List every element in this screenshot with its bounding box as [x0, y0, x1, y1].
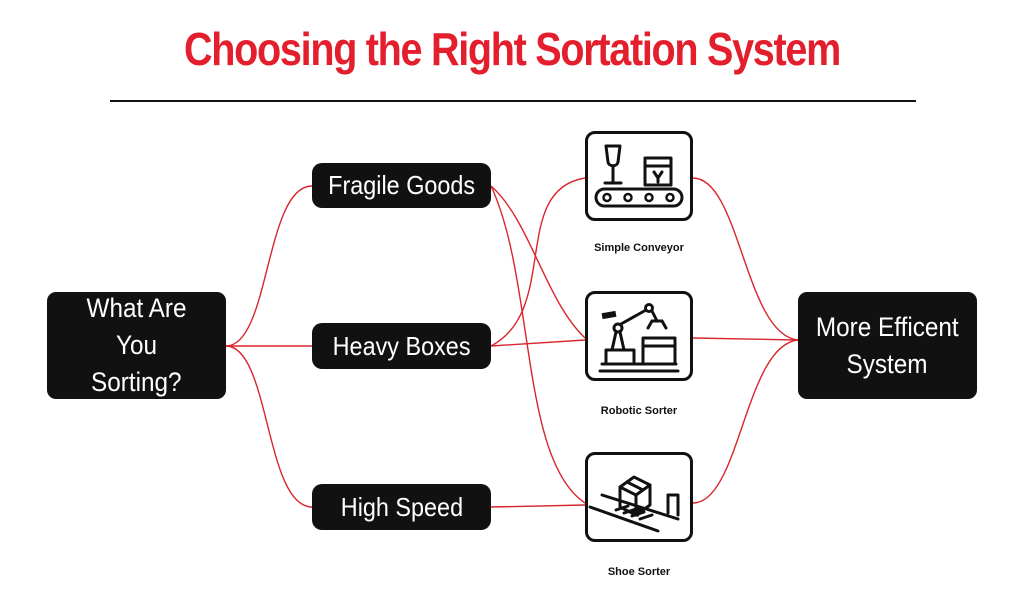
start-node-line2: Sorting? [91, 367, 182, 397]
title-divider [110, 100, 916, 102]
category-label: Fragile Goods [328, 170, 475, 200]
system-caption-simple-conveyor: Simple Conveyor [594, 242, 684, 254]
category-node-heavy-boxes: Heavy Boxes [312, 323, 491, 369]
connector-conveyor-to-end [692, 177, 799, 341]
end-node: More Efficent System [798, 292, 977, 399]
system-box-simple-conveyor [585, 131, 693, 221]
connector-heavy-to-conveyor [490, 177, 586, 347]
connector-heavy-to-robotic [490, 339, 586, 347]
end-node-line2: System [846, 348, 929, 379]
system-caption-robotic-sorter: Robotic Sorter [600, 405, 678, 417]
robotic-arm-icon [598, 303, 680, 373]
category-node-high-speed: High Speed [312, 484, 491, 530]
connector-start-to-fragile [225, 185, 313, 347]
system-caption-shoe-sorter: Shoe Sorter [607, 566, 671, 578]
shoe-sorter-icon [588, 475, 680, 533]
connector-start-to-highspeed [225, 345, 313, 508]
start-node-line1: What Are You [86, 293, 187, 360]
category-node-fragile-goods: Fragile Goods [312, 163, 491, 208]
connector-fragile-to-shoe [490, 185, 586, 504]
connector-shoe-to-end [692, 339, 799, 504]
connector-highspeed-to-shoe [490, 504, 586, 508]
page-title: Choosing the Right Sortation System [184, 23, 841, 75]
system-box-shoe-sorter [585, 452, 693, 542]
connector-robotic-to-end [692, 337, 799, 341]
connector-fragile-to-robotic [490, 185, 586, 339]
start-node: What Are You Sorting? [47, 292, 226, 399]
category-label: Heavy Boxes [332, 330, 471, 361]
end-node-line1: More Efficent [816, 311, 959, 342]
category-label: High Speed [340, 491, 463, 522]
conveyor-icon [594, 144, 684, 208]
system-box-robotic-sorter [585, 291, 693, 381]
